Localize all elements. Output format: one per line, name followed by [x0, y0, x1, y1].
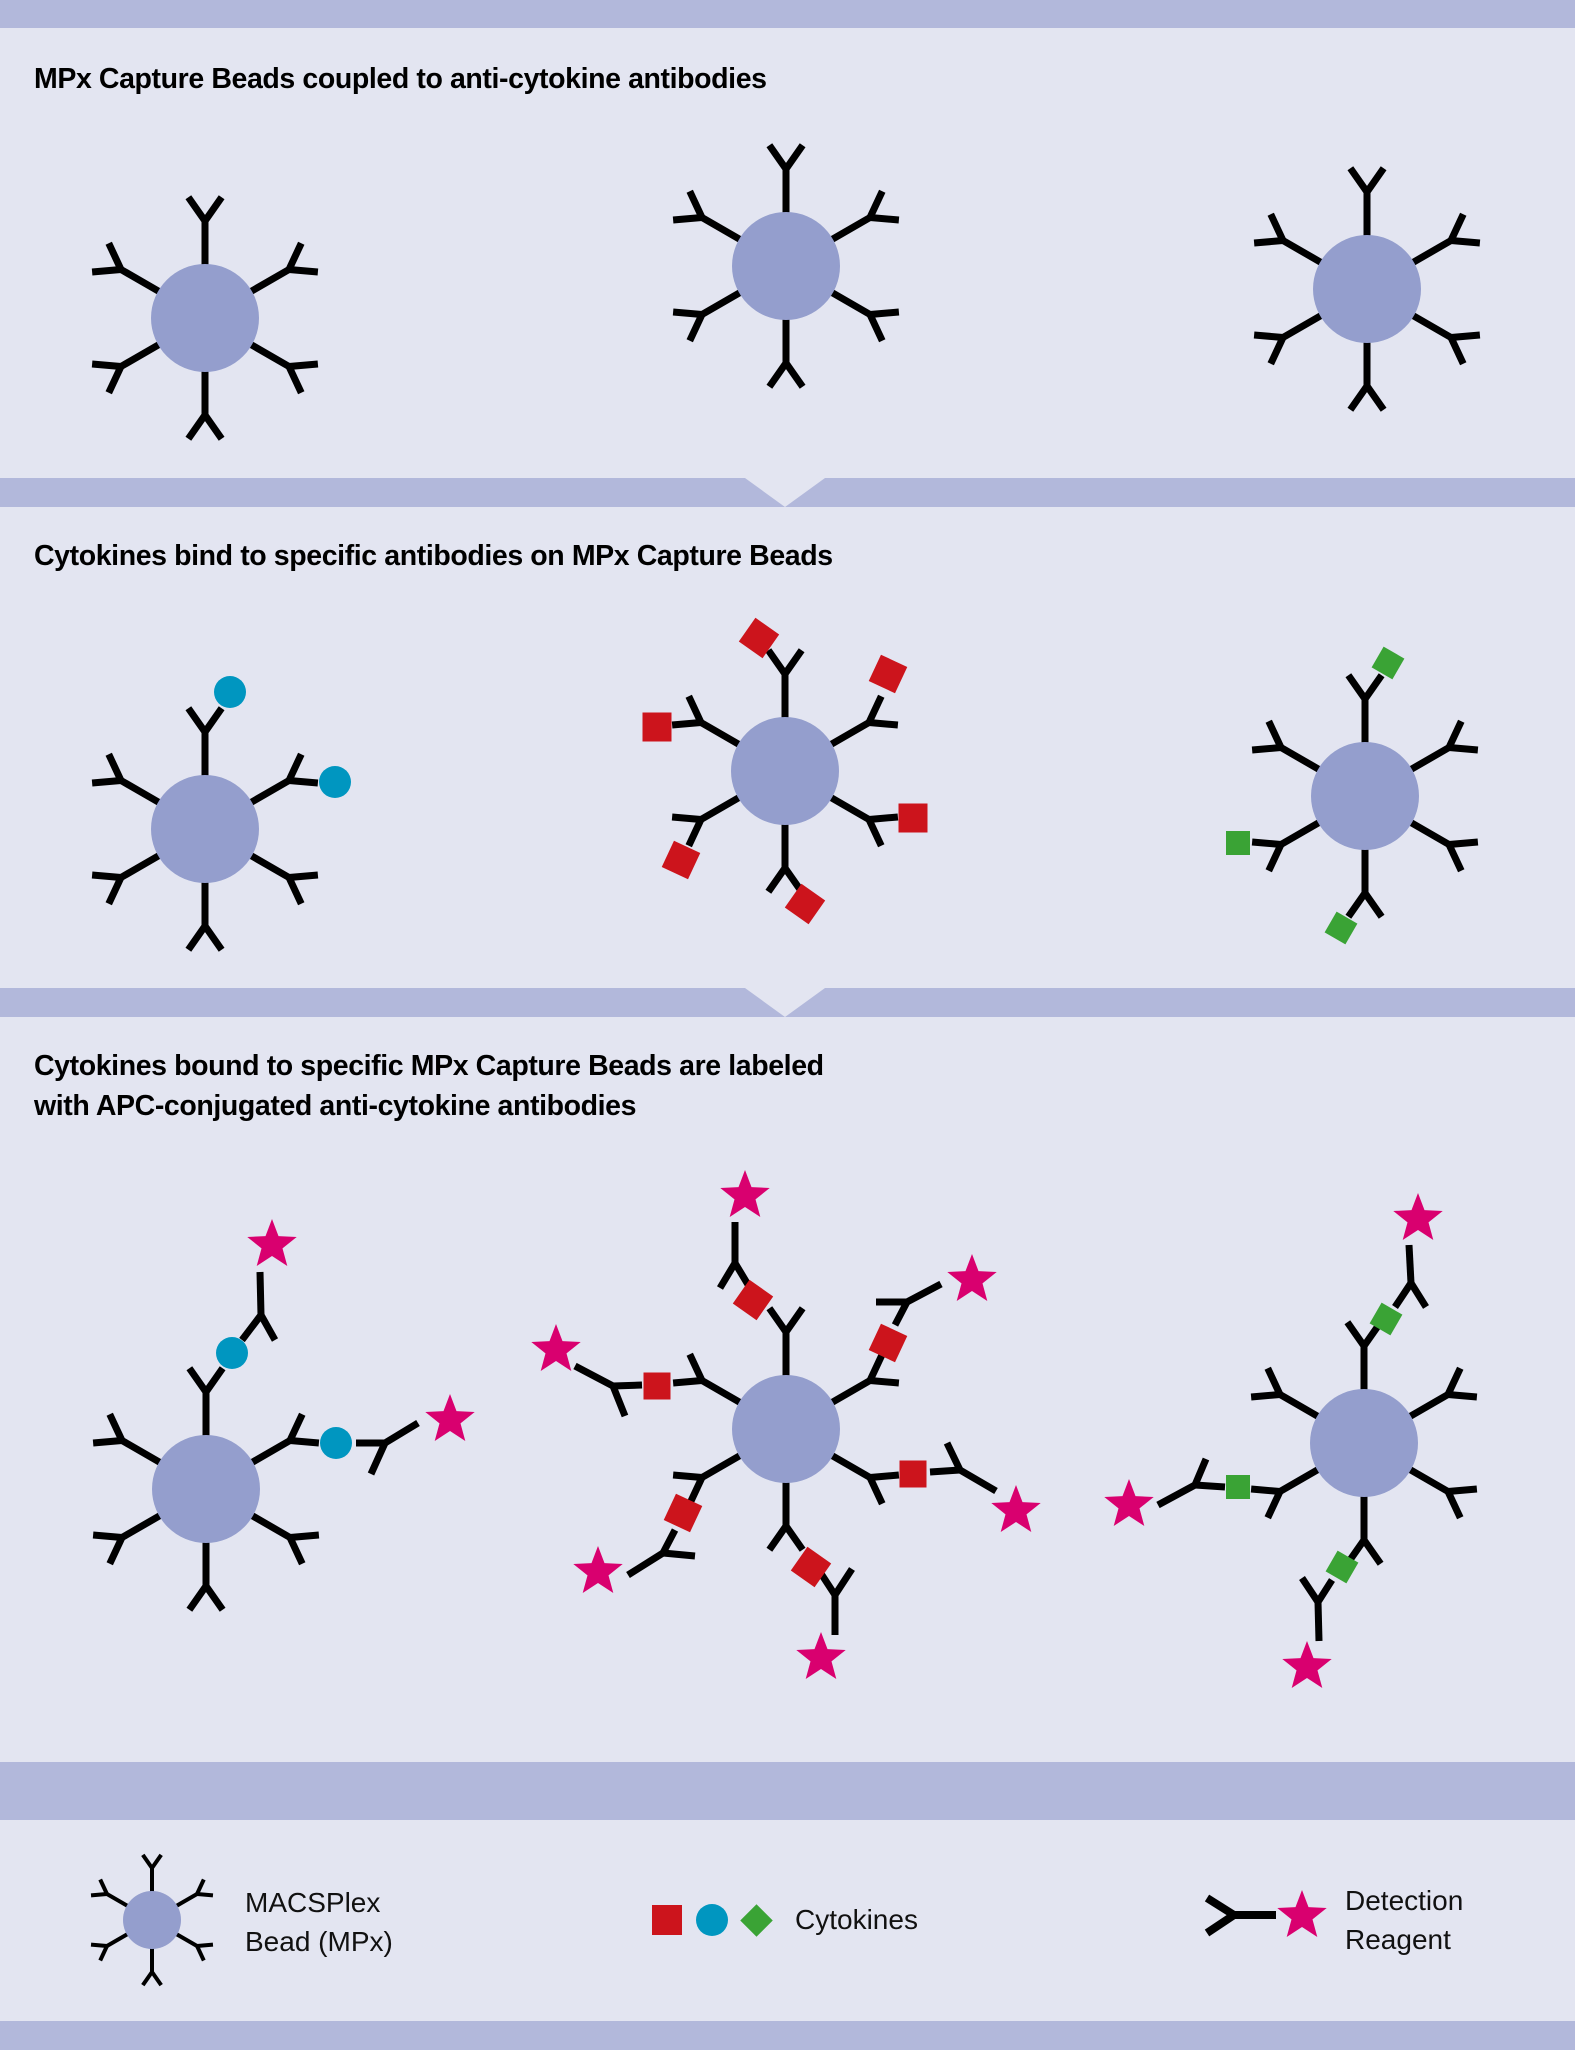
cytokine-green-square: [1369, 1302, 1403, 1336]
section-3-title-line2: with APC-conjugated anti-cytokine antibo…: [34, 1090, 637, 1122]
top-band: [0, 0, 1575, 28]
cytokine-red-square: [784, 883, 826, 925]
bead-circle: [152, 1435, 260, 1543]
apc-star-icon: [1282, 1641, 1332, 1688]
cytokine-blue-circle: [320, 1427, 352, 1459]
cytokine-red-square: [643, 1372, 671, 1400]
cytokine-green-square: [1371, 646, 1405, 680]
capture-bead: [91, 706, 319, 952]
cytokine-blue-circle: [216, 1337, 248, 1369]
detection-reagent: [239, 1219, 297, 1343]
section-3-title-line1: Cytokines bound to specific MPx Capture …: [34, 1050, 824, 1082]
cytokine-red-square: [899, 1460, 927, 1488]
cytokine-red-square: [868, 1323, 908, 1363]
capture-bead: [92, 1366, 320, 1612]
apc-star-icon: [247, 1219, 297, 1266]
capture-bead: [1253, 166, 1481, 412]
bead-circle: [732, 212, 840, 320]
bead-circle: [1311, 742, 1419, 850]
cytokine-green-square: [1324, 911, 1358, 945]
bead-circle: [1310, 1389, 1418, 1497]
capture-antibodies: [91, 706, 319, 952]
apc-star-icon: [531, 1324, 581, 1371]
capture-antibodies: [92, 1366, 320, 1612]
bead-circle: [1313, 235, 1421, 343]
cytokine-blue-circle: [319, 766, 351, 798]
apc-star-icon: [796, 1632, 846, 1679]
section-1-title: MPx Capture Beads coupled to anti-cytoki…: [34, 63, 767, 95]
apc-star-icon: [425, 1394, 475, 1441]
cytokine-red-square: [661, 840, 701, 880]
detection-reagent: [716, 1170, 770, 1290]
section-2-title: Cytokines bind to specific antibodies on…: [34, 540, 833, 572]
legend-green-diamond-icon: [740, 1904, 773, 1937]
capture-bead: [671, 648, 899, 894]
legend-divider-band: [0, 1762, 1575, 1820]
detection-reagent: [1392, 1193, 1443, 1309]
legend-red-square-icon: [652, 1905, 682, 1935]
cytokine-red-square: [738, 617, 780, 659]
apc-star-icon: [991, 1485, 1041, 1532]
cytokine-red-square: [790, 1546, 832, 1588]
bottom-band: [0, 2021, 1575, 2050]
cytokine-red-square: [663, 1493, 703, 1533]
section-2-diagram: [91, 648, 1479, 952]
cytokine-red-square: [868, 654, 908, 694]
legend-detection-label-line2: Reagent: [1345, 1924, 1451, 1955]
capture-bead: [672, 1306, 900, 1552]
bead-circle: [123, 1891, 181, 1949]
bead-circle: [731, 717, 839, 825]
legend-bead-label-line1: MACSPlex: [245, 1887, 381, 1918]
apc-star-icon: [1393, 1193, 1443, 1240]
apc-star-icon: [720, 1170, 770, 1217]
apc-star-icon: [1104, 1479, 1154, 1526]
bead-circle: [732, 1375, 840, 1483]
detection-reagent: [876, 1254, 997, 1327]
cytokine-green-square: [1226, 1475, 1250, 1499]
cytokine-red-square: [898, 803, 928, 833]
legend-detection-label-line1: Detection: [1345, 1885, 1464, 1916]
capture-antibodies: [1253, 166, 1481, 412]
capture-bead: [672, 143, 900, 389]
detection-reagent: [356, 1394, 475, 1476]
bead-circle: [151, 264, 259, 372]
capture-bead: [1250, 1320, 1478, 1566]
legend-bead-icon: [90, 1853, 214, 1987]
capture-antibodies: [671, 648, 899, 894]
detection-reagent: [1104, 1457, 1226, 1526]
apc-star-icon: [947, 1254, 997, 1301]
section-1-diagram: [91, 143, 1481, 441]
capture-antibodies: [91, 195, 319, 441]
bead-circle: [151, 775, 259, 883]
legend-detection-reagent-icon: [1204, 1890, 1327, 1937]
cytokine-red-square: [732, 1279, 774, 1321]
legend-cytokines-label: Cytokines: [795, 1904, 918, 1935]
apc-star-icon: [573, 1546, 623, 1593]
capture-antibodies: [1250, 1320, 1478, 1566]
cytokine-green-square: [1325, 1550, 1359, 1584]
cytokine-green-square: [1226, 831, 1250, 855]
legend-bead-label-line2: Bead (MPx): [245, 1926, 393, 1957]
capture-antibodies: [1251, 673, 1479, 919]
apc-star-icon: [1277, 1890, 1327, 1937]
capture-antibodies: [672, 1306, 900, 1552]
detection-reagent: [929, 1441, 1041, 1532]
cytokine-red-square: [642, 712, 672, 742]
detection-reagent: [796, 1567, 855, 1679]
detection-reagent: [573, 1528, 696, 1593]
legend-blue-circle-icon: [696, 1904, 728, 1936]
capture-bead: [91, 195, 319, 441]
detection-reagent: [1282, 1576, 1335, 1688]
capture-antibodies: [672, 143, 900, 389]
section-3-diagram: [92, 1306, 1478, 1612]
cytokine-blue-circle: [214, 676, 246, 708]
capture-bead: [1251, 673, 1479, 919]
detection-reagent: [531, 1324, 643, 1418]
